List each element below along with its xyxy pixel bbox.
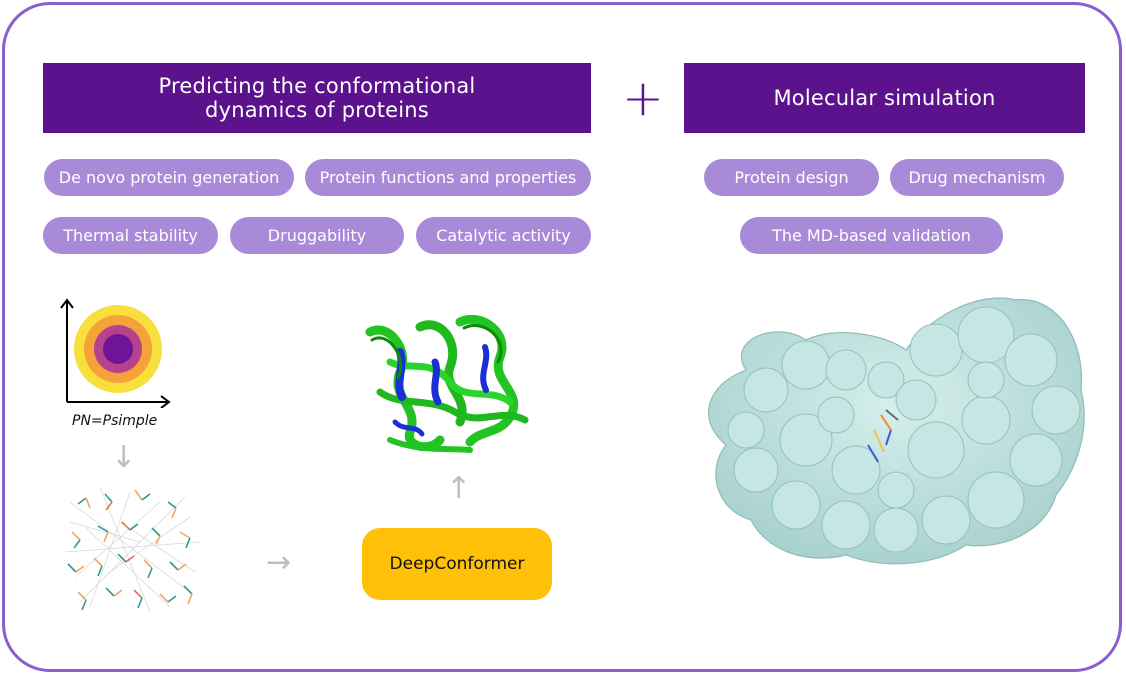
banner-left-title: Predicting the conformational dynamics o… — [158, 74, 476, 122]
deepconformer-label: DeepConformer — [389, 554, 525, 574]
pill-protein-design: Protein design — [704, 159, 879, 196]
pill-de-novo-protein-generation: De novo protein generation — [44, 159, 294, 196]
pill-md-based-validation: The MD-based validation — [740, 217, 1003, 254]
pill-drug-mechanism: Drug mechanism — [890, 159, 1064, 196]
banner-conformational-dynamics: Predicting the conformational dynamics o… — [43, 63, 591, 133]
protein-ribbon-icon — [365, 314, 529, 453]
molecular-graph-icon — [64, 486, 201, 613]
banner-right-title: Molecular simulation — [773, 86, 996, 110]
plus-icon: + — [622, 69, 664, 127]
pill-catalytic-activity: Catalytic activity — [416, 217, 591, 254]
arrow-down-icon: ↓ — [111, 440, 137, 475]
pill-protein-functions: Protein functions and properties — [305, 159, 591, 196]
deepconformer-box: DeepConformer — [362, 528, 552, 600]
distribution-plot-icon — [60, 298, 171, 408]
arrow-right-icon: → — [266, 545, 292, 580]
pn-formula-label: PN=Psimple — [72, 413, 158, 429]
pill-thermal-stability: Thermal stability — [43, 217, 218, 254]
banner-molecular-simulation: Molecular simulation — [684, 63, 1085, 133]
arrow-up-icon: ↑ — [446, 471, 472, 506]
pill-druggability: Druggability — [230, 217, 404, 254]
protein-surface-icon — [708, 297, 1085, 565]
